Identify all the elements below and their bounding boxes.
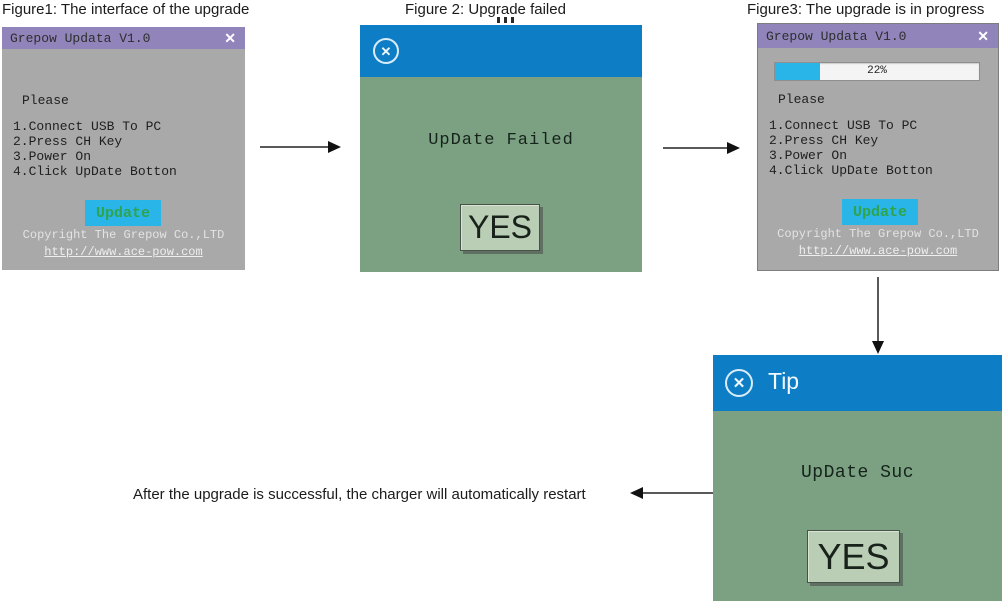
website-link[interactable]: http://www.ace-pow.com [44,245,203,259]
window-title: Grepow Updata V1.0 [10,30,151,46]
step-4: 4.Click UpDate Botton [13,164,177,179]
circle-close-icon[interactable]: ✕ [725,369,753,397]
success-message: UpDate Suc [800,463,915,483]
close-icon[interactable]: ✕ [224,30,236,46]
arrow-3-line [877,277,879,341]
yes-button[interactable]: YES [807,530,900,583]
arrow-2-head-right-icon [727,142,740,154]
progress-fill [775,63,820,80]
tip-dialog: ✕ Tip UpDate Suc YES [713,355,1002,601]
update-button[interactable]: Update [85,200,161,226]
dialog-titlebar: ✕ [360,25,642,77]
website-link[interactable]: http://www.ace-pow.com [798,244,958,258]
figure1-caption: Figure1: The interface of the upgrade [2,1,250,18]
yes-button[interactable]: YES [460,204,540,251]
arrow-4-line [643,492,713,494]
titlebar: Grepow Updata V1.0 ✕ [758,24,998,48]
update-button[interactable]: Update [842,199,918,225]
step-3: 3.Power On [13,149,92,164]
arrow-3-head-down-icon [872,341,884,354]
figure2-caption: Figure 2: Upgrade failed [405,1,566,18]
step-1: 1.Connect USB To PC [769,118,918,133]
progress-percent-label: 22% [867,65,887,77]
updater-window-figure3: Grepow Updata V1.0 ✕ 22% Please 1.Connec… [757,23,999,271]
progress-bar: 22% [774,62,980,81]
dialog-titlebar: ✕ Tip [713,355,1002,411]
dialog-body: UpDate Failed YES [360,77,642,272]
arrow-1-line [260,146,328,148]
window-body: 22% Please 1.Connect USB To PC 2.Press C… [758,48,998,270]
step-2: 2.Press CH Key [13,134,123,149]
instructions-heading: Please [22,93,69,108]
figure3-caption: Figure3: The upgrade is in progress [747,1,985,18]
arrow-1-head-right-icon [328,141,341,153]
circle-close-icon[interactable]: ✕ [373,38,399,64]
arrow-4-head-left-icon [630,487,643,499]
step-2: 2.Press CH Key [769,133,879,148]
titlebar: Grepow Updata V1.0 ✕ [2,27,245,49]
copyright-text: Copyright The Grepow Co.,LTD [22,228,225,242]
step-3: 3.Power On [769,148,848,163]
instructions-heading: Please [778,92,825,107]
window-body: Please 1.Connect USB To PC 2.Press CH Ke… [2,49,245,270]
arrow-2-line [663,147,727,149]
window-title: Grepow Updata V1.0 [766,28,907,44]
copyright-text: Copyright The Grepow Co.,LTD [777,227,979,241]
dialog-body: UpDate Suc YES [713,411,1002,601]
update-failed-dialog: ✕ UpDate Failed YES [360,25,642,272]
dialog-title: Tip [768,368,800,394]
step-1: 1.Connect USB To PC [13,119,162,134]
cropped-text-artifact [497,17,523,23]
failed-message: UpDate Failed [428,131,574,150]
close-icon[interactable]: ✕ [977,28,989,44]
step-4: 4.Click UpDate Botton [769,163,933,178]
updater-window-figure1: Grepow Updata V1.0 ✕ Please 1.Connect US… [2,27,245,270]
restart-note: After the upgrade is successful, the cha… [133,486,586,503]
